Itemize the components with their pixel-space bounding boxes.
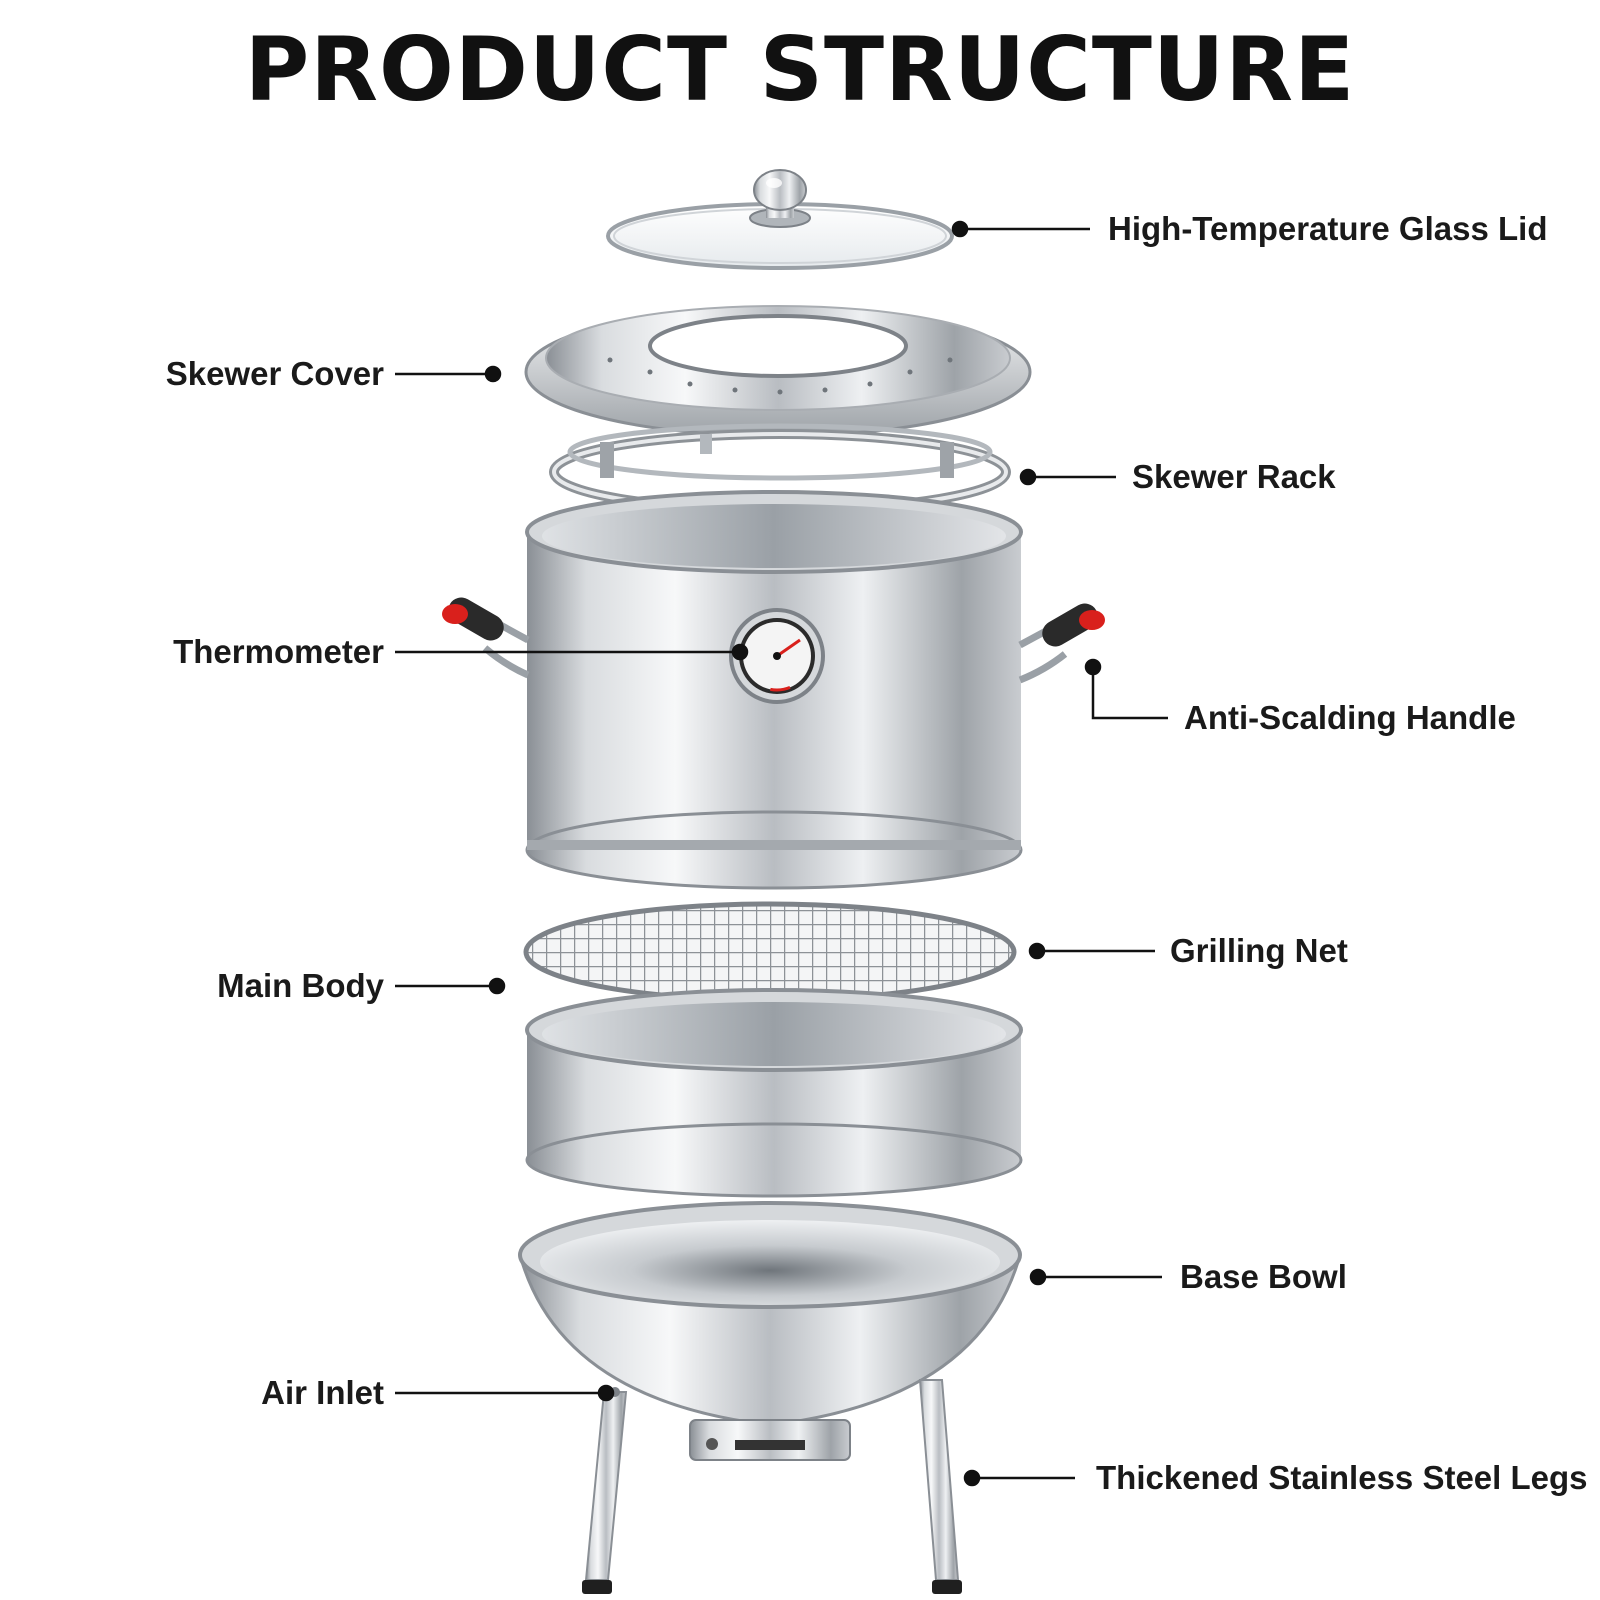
right-handle — [1018, 603, 1105, 684]
legs — [582, 1379, 962, 1594]
leader-lines — [395, 220, 1168, 1487]
leader-skewer-rack — [1019, 468, 1116, 486]
label-main-body: Main Body — [217, 967, 384, 1004]
label-air-inlet: Air Inlet — [261, 1374, 384, 1411]
label-legs: Thickened Stainless Steel Legs — [1096, 1459, 1588, 1496]
page-title: PRODUCT STRUCTURE — [244, 18, 1356, 121]
base-bowl — [518, 1201, 1022, 1427]
label-handle: Anti-Scalding Handle — [1184, 699, 1516, 736]
air-inlet — [689, 1419, 851, 1461]
leader-thermometer — [395, 643, 749, 661]
label-base-bowl: Base Bowl — [1180, 1258, 1347, 1295]
leader-base-bowl — [1029, 1268, 1162, 1286]
leader-main-body — [395, 977, 506, 995]
label-thermometer: Thermometer — [173, 633, 384, 670]
thermometer-gauge — [729, 608, 825, 704]
main-body — [442, 490, 1105, 890]
grilling-net — [523, 901, 1017, 1003]
glass-lid — [606, 169, 954, 270]
leader-legs — [963, 1469, 1075, 1487]
leader-glass-lid — [951, 220, 1090, 238]
left-handle — [442, 597, 530, 679]
lower-ring — [525, 988, 1023, 1198]
label-skewer-rack: Skewer Rack — [1132, 458, 1336, 495]
label-grilling-net: Grilling Net — [1170, 932, 1348, 969]
leader-air-inlet — [395, 1384, 615, 1402]
leader-grilling-net — [1028, 942, 1155, 960]
leader-handle — [1084, 658, 1168, 720]
leader-skewer-cover — [395, 365, 502, 383]
label-skewer-cover: Skewer Cover — [165, 355, 384, 392]
label-glass-lid: High-Temperature Glass Lid — [1108, 210, 1548, 247]
skewer-cover — [524, 305, 1032, 438]
